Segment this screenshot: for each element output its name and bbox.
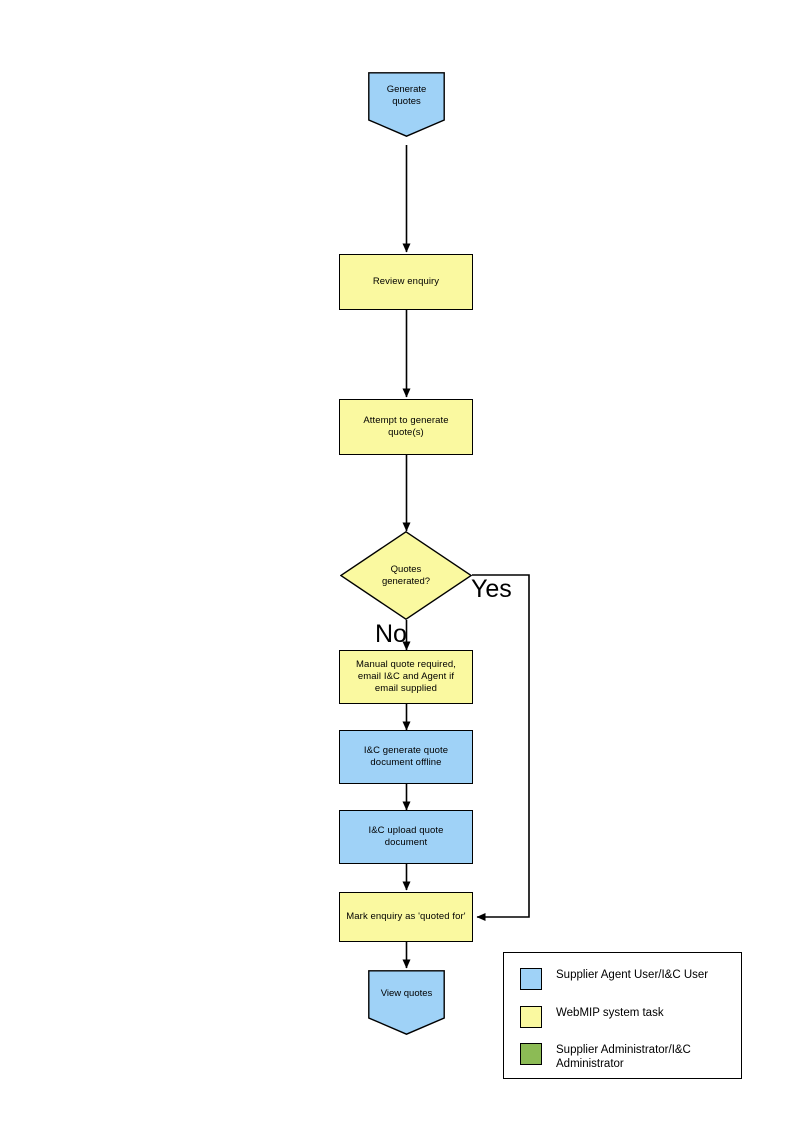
legend-label-user: Supplier Agent User/I&C User (556, 969, 709, 981)
legend-swatch-system (520, 1006, 542, 1028)
legend-item-user: Supplier Agent User/I&C User (520, 968, 708, 990)
decision-shape (340, 531, 472, 620)
branch-label-yes: Yes (471, 575, 512, 603)
terminator-shape (368, 970, 445, 1035)
terminator-shape (368, 72, 445, 137)
node-mark-quoted-for[interactable]: Mark enquiry as 'quoted for' (339, 892, 473, 942)
node-view-quotes-label: View quotes (380, 988, 433, 1000)
legend-label-admin: Supplier Administrator/I&C Administrator (556, 1044, 691, 1070)
legend-label-system: WebMIP system task (556, 1007, 664, 1019)
node-review-enquiry[interactable]: Review enquiry (339, 254, 473, 310)
legend-swatch-admin (520, 1043, 542, 1065)
branch-label-no: No (375, 620, 407, 648)
node-manual-quote[interactable]: Manual quote required,email I&C and Agen… (339, 650, 473, 704)
node-view-quotes[interactable]: View quotes (368, 970, 445, 1035)
connector-decision-yes-to-mark (472, 574, 530, 921)
node-review-enquiry-label: Review enquiry (372, 276, 440, 287)
legend: Supplier Agent User/I&C User WebMIP syst… (503, 952, 742, 1079)
legend-item-system: WebMIP system task (520, 1006, 664, 1028)
legend-item-admin: Supplier Administrator/I&C Administrator (520, 1043, 741, 1071)
node-mark-quoted-for-label: Mark enquiry as 'quoted for' (346, 911, 466, 922)
legend-swatch-user (520, 968, 542, 990)
node-manual-quote-label: Manual quote required,email I&C and Agen… (356, 659, 456, 694)
